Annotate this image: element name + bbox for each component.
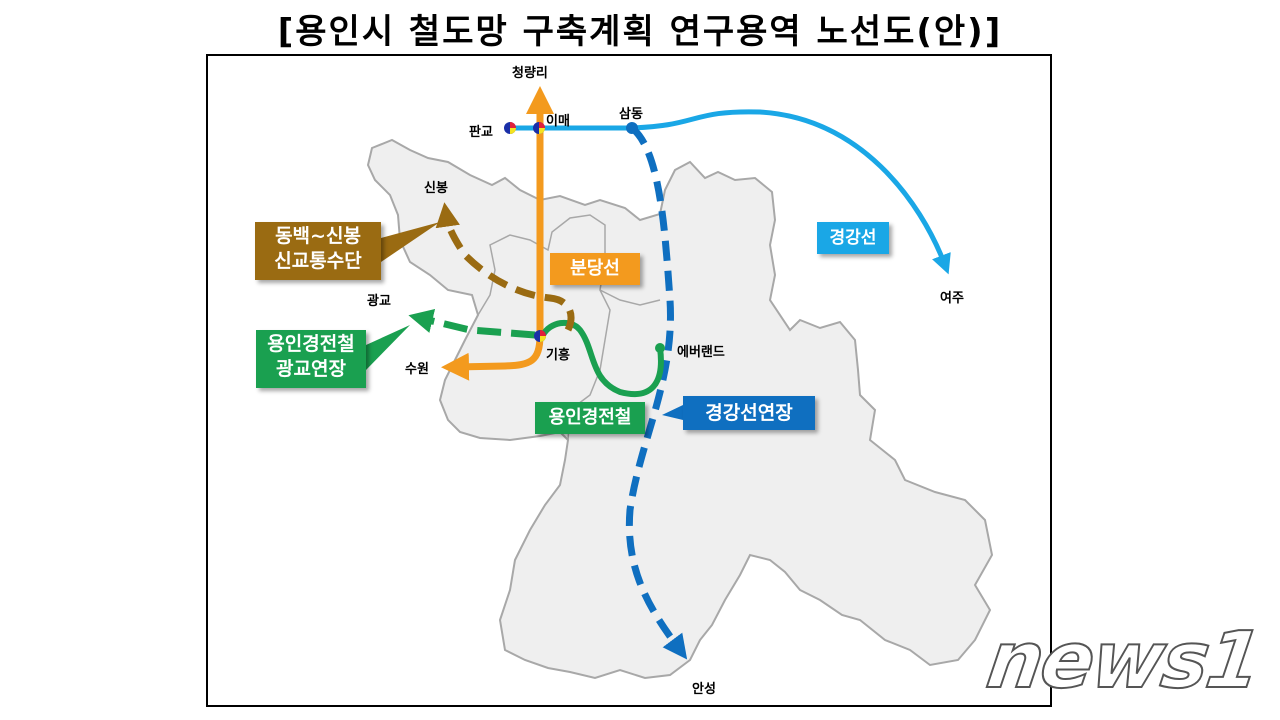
station-label-suwon: 수원 bbox=[405, 362, 429, 377]
label-line1: 용인경전철 bbox=[267, 333, 355, 355]
everline-line bbox=[540, 319, 664, 398]
map-title: [용인시 철도망 구축계획 연구용역 노선도(안)] bbox=[277, 12, 1003, 52]
transfer-station-icon-imae bbox=[533, 122, 545, 134]
station-label-cheongnyangni: 청량리 bbox=[512, 66, 548, 81]
dongbaek-sinbong-line bbox=[435, 202, 575, 332]
station-label-sinbong: 신봉 bbox=[424, 181, 448, 196]
station-label-imae: 이매 bbox=[546, 114, 570, 129]
gyeonggang-line bbox=[510, 109, 951, 275]
station-label-everland: 에버랜드 bbox=[677, 345, 725, 360]
station-label-yeoju: 여주 bbox=[940, 291, 964, 306]
transfer-station-icon-giheung bbox=[534, 330, 546, 342]
label-bundang-line: 분당선 bbox=[550, 253, 640, 285]
label-line2: 신교통수단 bbox=[274, 249, 362, 272]
label-line2: 광교연장 bbox=[276, 357, 346, 380]
station-label-gwanggyo: 광교 bbox=[367, 294, 391, 309]
label-gyeonggang-line: 경강선 bbox=[817, 222, 889, 254]
news1-watermark-logo: news1 bbox=[981, 615, 1267, 707]
transfer-station-icon-pangyo bbox=[504, 122, 516, 134]
label-everline-gwanggyo-extension: 용인경전철 광교연장 bbox=[256, 330, 366, 388]
label-dongbaek-sinbong: 동백~신봉 신교통수단 bbox=[255, 222, 381, 280]
gyeonggang-extension-line bbox=[625, 125, 688, 660]
station-label-pangyo: 판교 bbox=[469, 125, 493, 140]
label-line1: 동백~신봉 bbox=[275, 225, 361, 247]
label-everline: 용인경전철 bbox=[535, 402, 645, 434]
everline-gwanggyo-extension-line bbox=[408, 309, 536, 339]
station-label-giheung: 기흥 bbox=[546, 348, 570, 363]
station-label-samdong: 삼동 bbox=[619, 107, 643, 122]
station-label-anseong: 안성 bbox=[692, 682, 716, 697]
label-gyeonggang-extension: 경강선연장 bbox=[683, 396, 815, 430]
